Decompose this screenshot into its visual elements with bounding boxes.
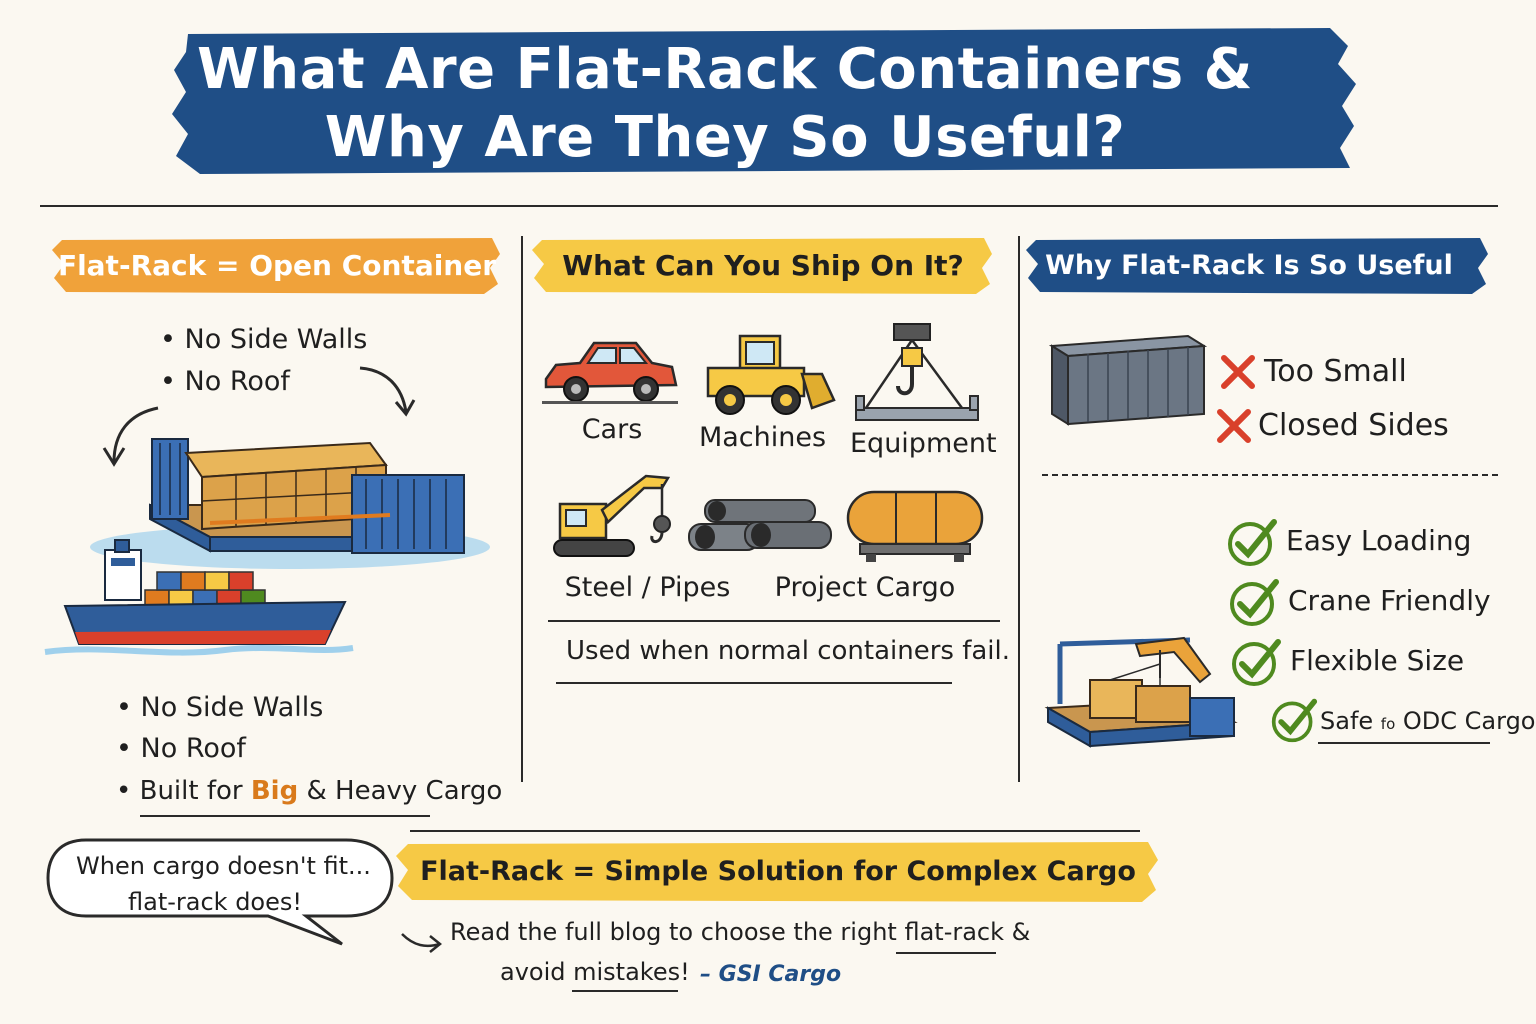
top-bullet-side-walls: No Side Walls — [160, 324, 368, 355]
bullet-text-pre: Built for — [139, 776, 251, 806]
pro-safe-odc: Safe fo ODC Cargo — [1320, 707, 1535, 735]
cross-icon — [1221, 355, 1255, 389]
check-icon — [1230, 579, 1279, 626]
bullet-underline — [140, 815, 430, 817]
loader-machine-icon — [706, 334, 836, 415]
footer-top-rule — [410, 830, 1140, 832]
closed-container-icon — [1048, 334, 1208, 426]
signature: – GSI Cargo — [700, 962, 842, 987]
steel-pipes-icon — [688, 499, 832, 551]
flat-rack-crane-illustration — [1044, 636, 1238, 748]
safe-pre: Safe — [1320, 707, 1381, 735]
cta-underline-2 — [572, 990, 678, 992]
flat-rack-illustration — [90, 438, 490, 569]
cta-line-1: Read the full blog to choose the right f… — [450, 918, 1031, 946]
label-cars: Cars — [581, 414, 643, 445]
bubble-line-2: flat-rack does! — [128, 888, 302, 916]
pro-easy-loading: Easy Loading — [1286, 524, 1472, 557]
label-machines: Machines — [698, 422, 827, 453]
curved-arrow-left-icon — [102, 406, 159, 467]
bottom-bullet-side-walls: No Side Walls — [116, 692, 324, 723]
cta-line-2: avoid mistakes! — [500, 958, 690, 986]
column-divider-right — [1018, 236, 1020, 782]
label-project-cargo: Project Cargo — [774, 572, 956, 603]
left-banner: Flat-Rack = Open Container — [57, 249, 497, 282]
bubble-line-1: When cargo doesn't fit... — [76, 852, 371, 880]
dashed-separator — [1042, 474, 1498, 476]
pro-flexible-size: Flexible Size — [1290, 644, 1465, 677]
safe-underline — [1318, 742, 1490, 744]
pro-crane-friendly: Crane Friendly — [1288, 584, 1491, 617]
middle-banner: What Can You Ship On It? — [562, 249, 964, 282]
container-ship-illustration — [44, 539, 354, 656]
bullet-text-accent: Big — [250, 776, 299, 806]
column-divider-left — [521, 236, 523, 782]
con-too-small: Too Small — [1264, 354, 1407, 389]
label-equipment: Equipment — [850, 428, 997, 459]
middle-banner-bg — [532, 238, 992, 294]
right-banner-bg — [1026, 238, 1488, 294]
left-banner-bg — [52, 238, 500, 294]
tank-cargo-icon — [846, 490, 984, 562]
safe-post: ODC Cargo — [1395, 707, 1536, 735]
middle-separator — [548, 620, 1000, 622]
right-banner: Why Flat-Rack Is So Useful — [1045, 250, 1453, 281]
cta-underline — [896, 952, 996, 954]
con-closed-sides: Closed Sides — [1258, 408, 1449, 443]
title-banner — [172, 28, 1356, 174]
page-title: What Are Flat-Rack Containers & Why Are … — [170, 36, 1280, 172]
safe-small: fo — [1380, 715, 1396, 733]
car-icon — [542, 341, 678, 404]
middle-note: Used when normal containers fail. — [566, 636, 1010, 666]
footer-banner-bg — [396, 842, 1158, 902]
cta-arrow-icon — [401, 933, 443, 953]
middle-note-underline — [556, 682, 952, 684]
excavator-icon — [553, 474, 671, 557]
cross-icon — [1217, 409, 1251, 443]
check-icon — [1228, 519, 1277, 566]
speech-bubble — [46, 838, 394, 946]
bullet-text-post: Heavy Cargo — [335, 776, 503, 806]
footer-banner: Flat-Rack = Simple Solution for Complex … — [420, 856, 1136, 887]
bottom-bullet-roof: No Roof — [116, 733, 246, 764]
bullet-text-amp: & — [298, 776, 336, 806]
curved-arrow-right-icon — [359, 366, 416, 417]
check-icon — [1232, 639, 1281, 686]
title-divider — [40, 205, 1498, 207]
title-line-1: What Are Flat-Rack Containers & — [196, 37, 1254, 102]
title-line-2: Why Are They So Useful? — [324, 105, 1126, 170]
label-steel-pipes: Steel / Pipes — [564, 572, 731, 603]
bottom-bullet-big-heavy: Built for Big & Heavy Cargo — [116, 776, 503, 806]
check-icon — [1271, 698, 1318, 743]
top-bullet-roof: No Roof — [160, 366, 290, 397]
crane-hook-icon — [855, 323, 979, 421]
